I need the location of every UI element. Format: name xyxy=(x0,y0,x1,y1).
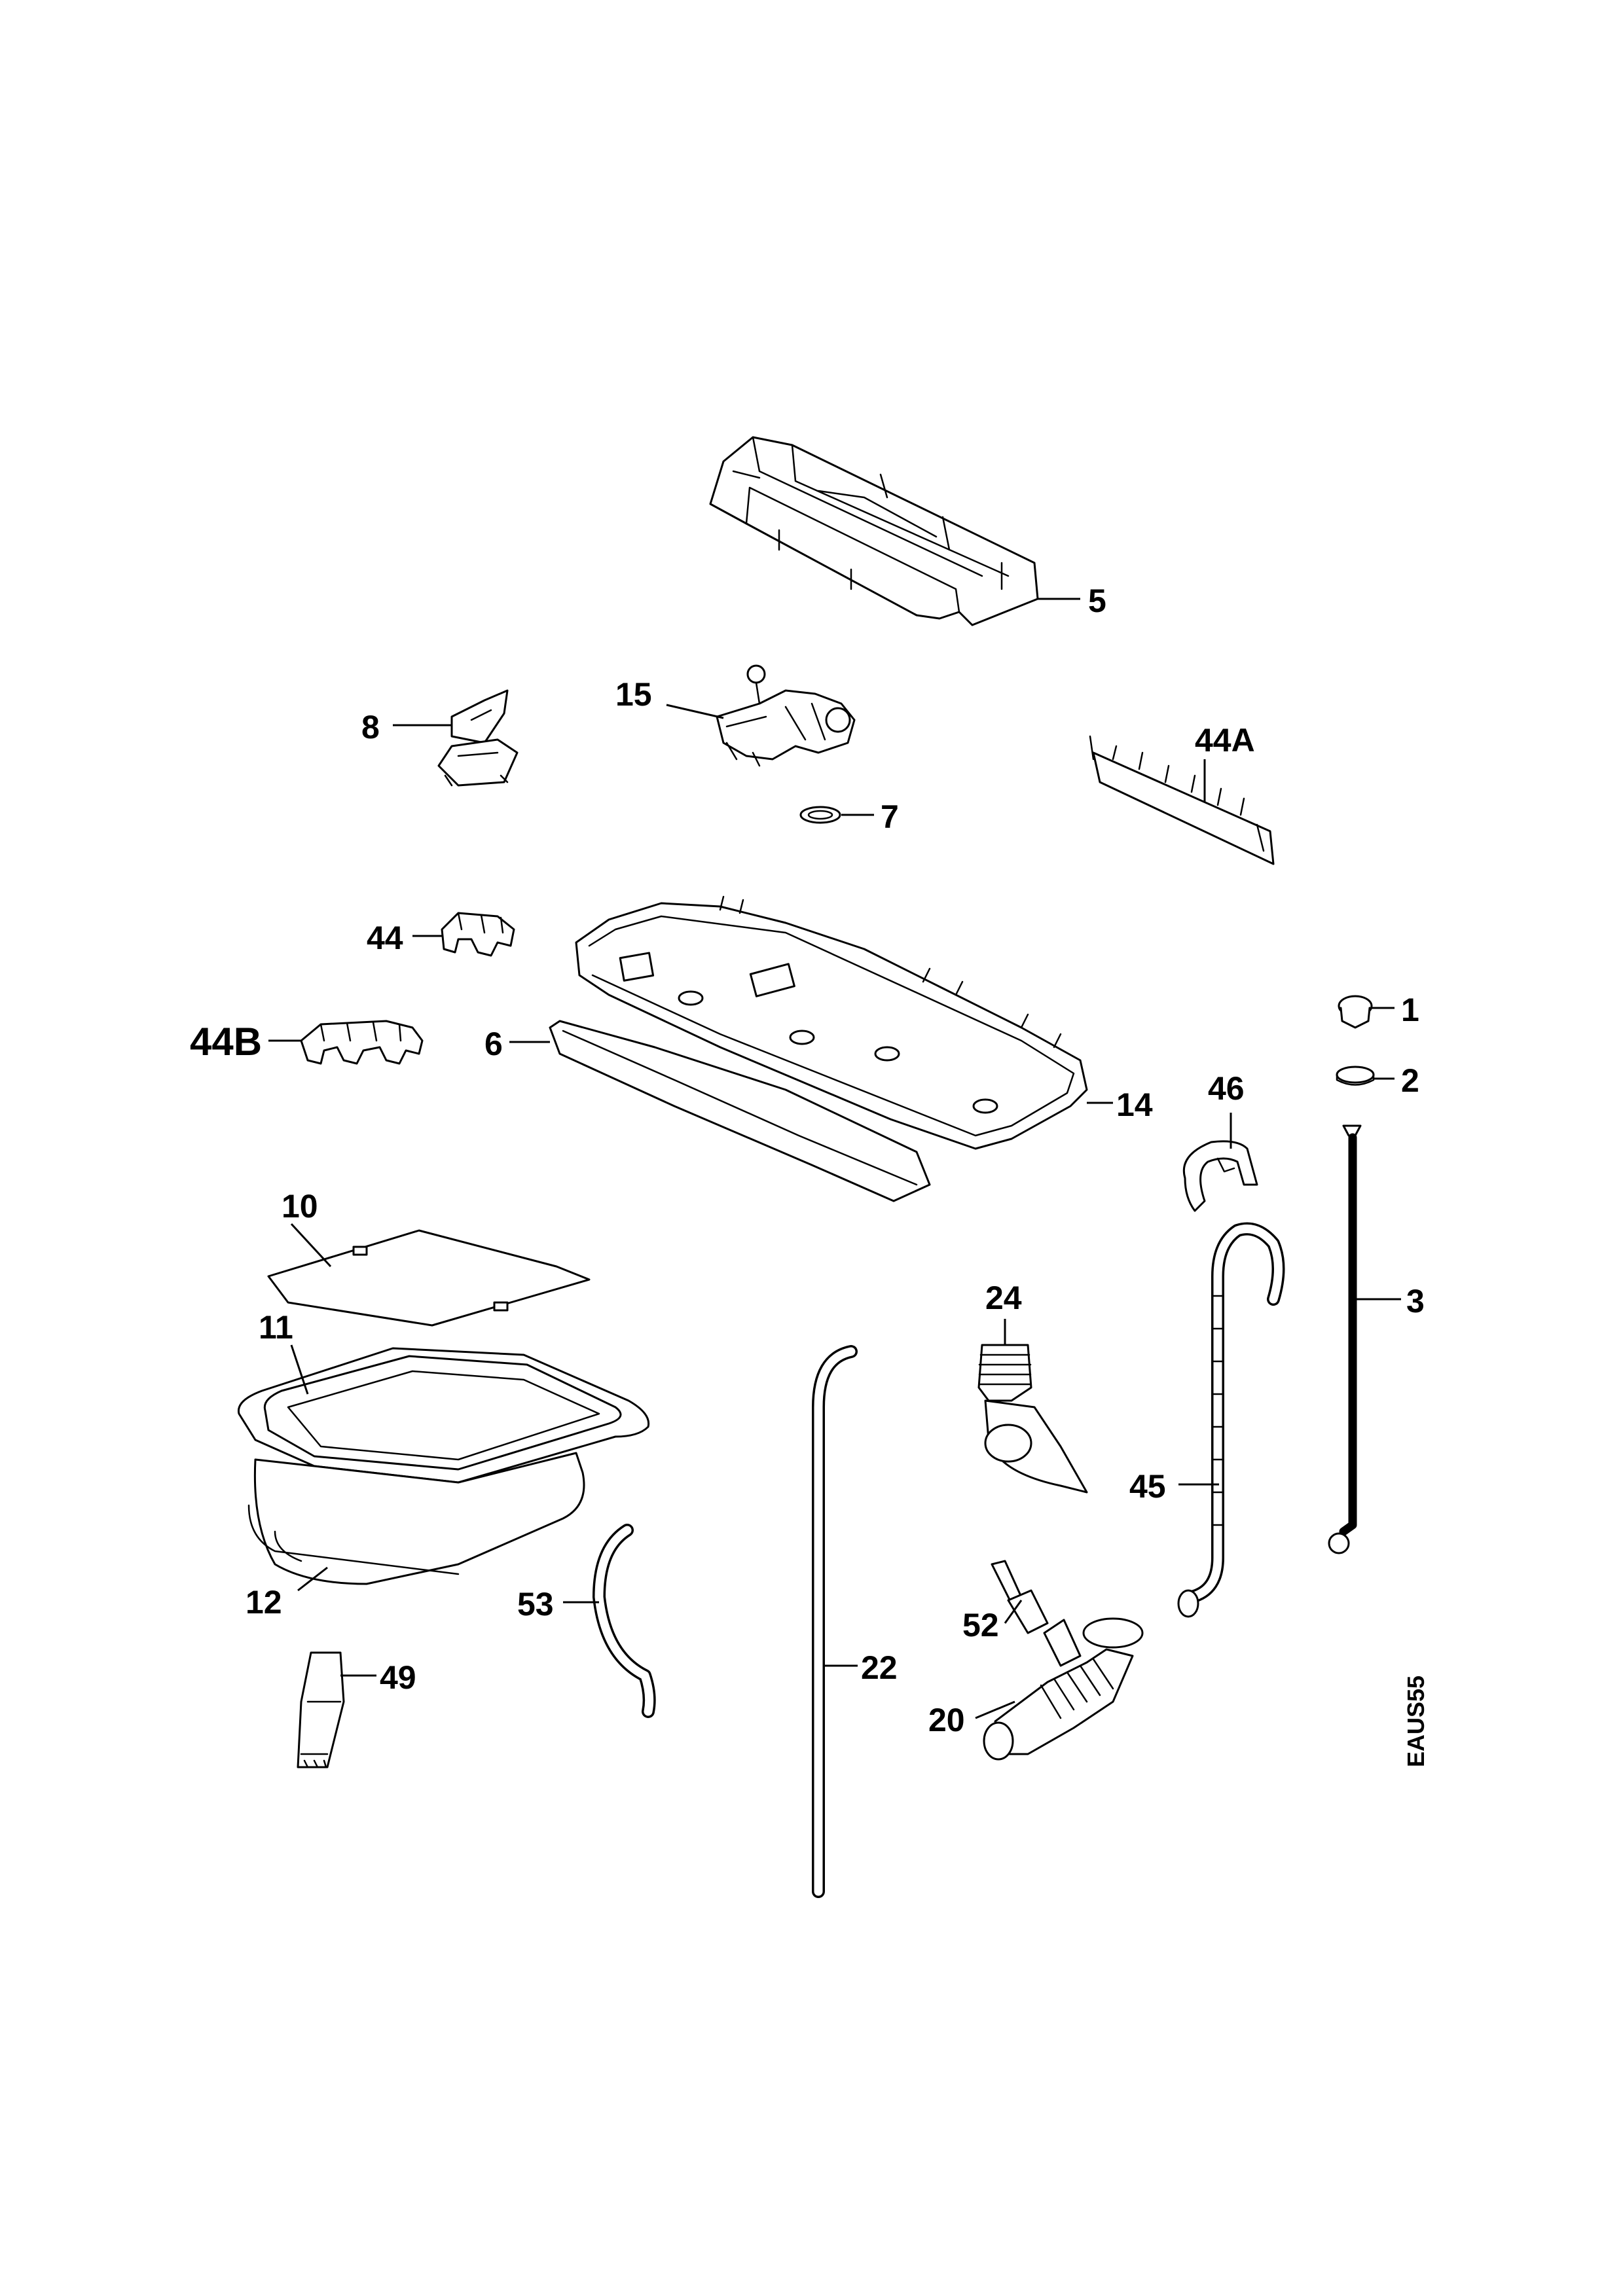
label-5: 5 xyxy=(1088,583,1106,619)
part-1-cap xyxy=(1338,995,1373,1029)
label-46: 46 xyxy=(1208,1070,1245,1107)
part-2-washer xyxy=(1336,1066,1375,1084)
label-52: 52 xyxy=(962,1607,999,1643)
label-1: 1 xyxy=(1401,992,1419,1028)
label-11: 11 xyxy=(259,1309,293,1346)
part-44-clip xyxy=(441,912,515,957)
label-44A: 44A xyxy=(1195,722,1255,759)
part-24-bellows xyxy=(977,1344,1088,1494)
label-22: 22 xyxy=(861,1649,898,1686)
part-45-drain-hose xyxy=(1177,1222,1285,1618)
part-46-hook xyxy=(1182,1140,1258,1212)
label-14: 14 xyxy=(1116,1086,1153,1123)
part-53-hose xyxy=(593,1524,656,1718)
part-7-o-ring xyxy=(799,806,841,824)
label-20: 20 xyxy=(928,1702,965,1738)
part-5-housing xyxy=(709,436,1039,626)
label-24: 24 xyxy=(985,1280,1022,1316)
label-3: 3 xyxy=(1406,1283,1425,1319)
label-15: 15 xyxy=(615,676,652,713)
label-6: 6 xyxy=(484,1026,503,1062)
label-45: 45 xyxy=(1129,1468,1166,1505)
part-15-valve xyxy=(716,664,856,767)
part-44A-rail xyxy=(1089,735,1275,865)
part-22-hose xyxy=(812,1345,858,1898)
part-52-connector xyxy=(991,1560,1082,1667)
part-44B-clip xyxy=(300,1020,424,1065)
part-10-cover xyxy=(267,1229,591,1327)
part-49-bracket xyxy=(297,1651,345,1768)
label-44B: 44B xyxy=(190,1020,262,1064)
part-14-panel xyxy=(575,895,1088,1150)
label-44: 44 xyxy=(367,920,403,956)
label-49: 49 xyxy=(380,1659,416,1696)
label-2: 2 xyxy=(1401,1062,1419,1099)
label-8: 8 xyxy=(361,709,380,745)
part-11-tub-ring xyxy=(237,1347,650,1484)
part-3-rod xyxy=(1328,1124,1362,1554)
part-8-bracket xyxy=(437,689,519,787)
label-53: 53 xyxy=(517,1586,554,1623)
part-12-tub-seal xyxy=(247,1452,585,1585)
label-10: 10 xyxy=(282,1188,318,1225)
label-7: 7 xyxy=(881,798,899,835)
part-20-drain-elbow xyxy=(983,1617,1144,1761)
diagram-code: EAUS55 xyxy=(1402,1676,1429,1767)
label-12: 12 xyxy=(246,1584,282,1621)
part-6-seal-strip xyxy=(549,1020,931,1202)
